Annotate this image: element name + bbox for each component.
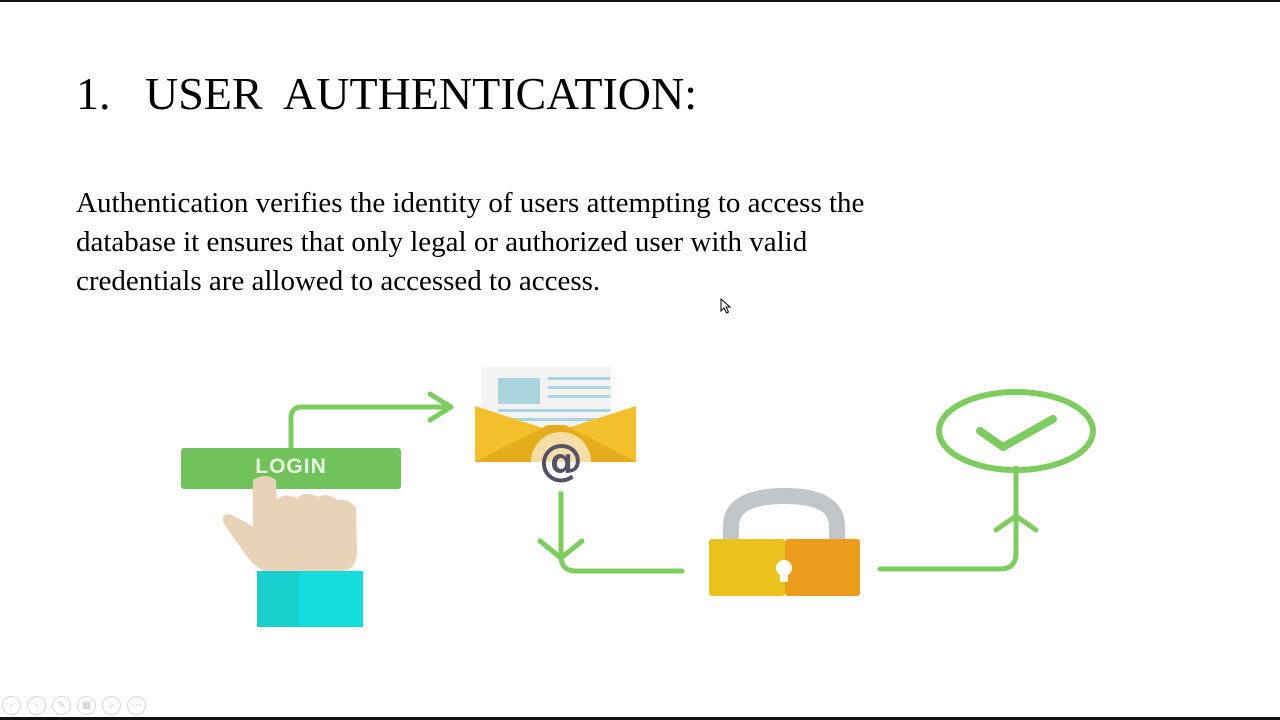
- screen-top-border: [0, 0, 1280, 2]
- screen-bottom-border: [0, 717, 1280, 720]
- pen-tool-button[interactable]: ✎: [52, 696, 71, 715]
- pen-icon: ✎: [57, 700, 66, 711]
- email-at-symbol: @: [539, 435, 583, 486]
- body-line: Authentication verifies the identity of …: [76, 187, 865, 219]
- prev-slide-button[interactable]: ‹: [2, 696, 21, 715]
- slideshow-controls: ‹ › ✎ ▦ ⌕ ⋯: [0, 696, 146, 716]
- ellipsis-icon: ⋯: [131, 700, 142, 711]
- more-options-button[interactable]: ⋯: [127, 696, 146, 715]
- next-slide-button[interactable]: ›: [27, 696, 46, 715]
- login-badge: [181, 448, 401, 489]
- zoom-button[interactable]: ⌕: [102, 696, 121, 715]
- login-label: LOGIN: [255, 455, 327, 478]
- grid-icon: ▦: [81, 700, 92, 711]
- chevron-right-icon: ›: [34, 700, 39, 711]
- magnifier-icon: ⌕: [108, 700, 115, 711]
- checkmark-icon: [936, 389, 1096, 473]
- slide-title: 1. USER AUTHENTICATION:: [76, 68, 697, 119]
- mouse-pointer-icon: [720, 298, 732, 314]
- chevron-left-icon: ‹: [9, 700, 14, 711]
- hand-icon: [222, 476, 363, 627]
- body-line: database it ensures that only legal or a…: [76, 226, 808, 258]
- email-icon: [475, 367, 636, 492]
- body-line: credentials are allowed to accessed to a…: [76, 265, 601, 297]
- lock-icon: [709, 487, 860, 596]
- slide-body: Authentication verifies the identity of …: [76, 184, 976, 301]
- flow-arrows: [288, 391, 1039, 574]
- see-all-slides-button[interactable]: ▦: [77, 696, 96, 715]
